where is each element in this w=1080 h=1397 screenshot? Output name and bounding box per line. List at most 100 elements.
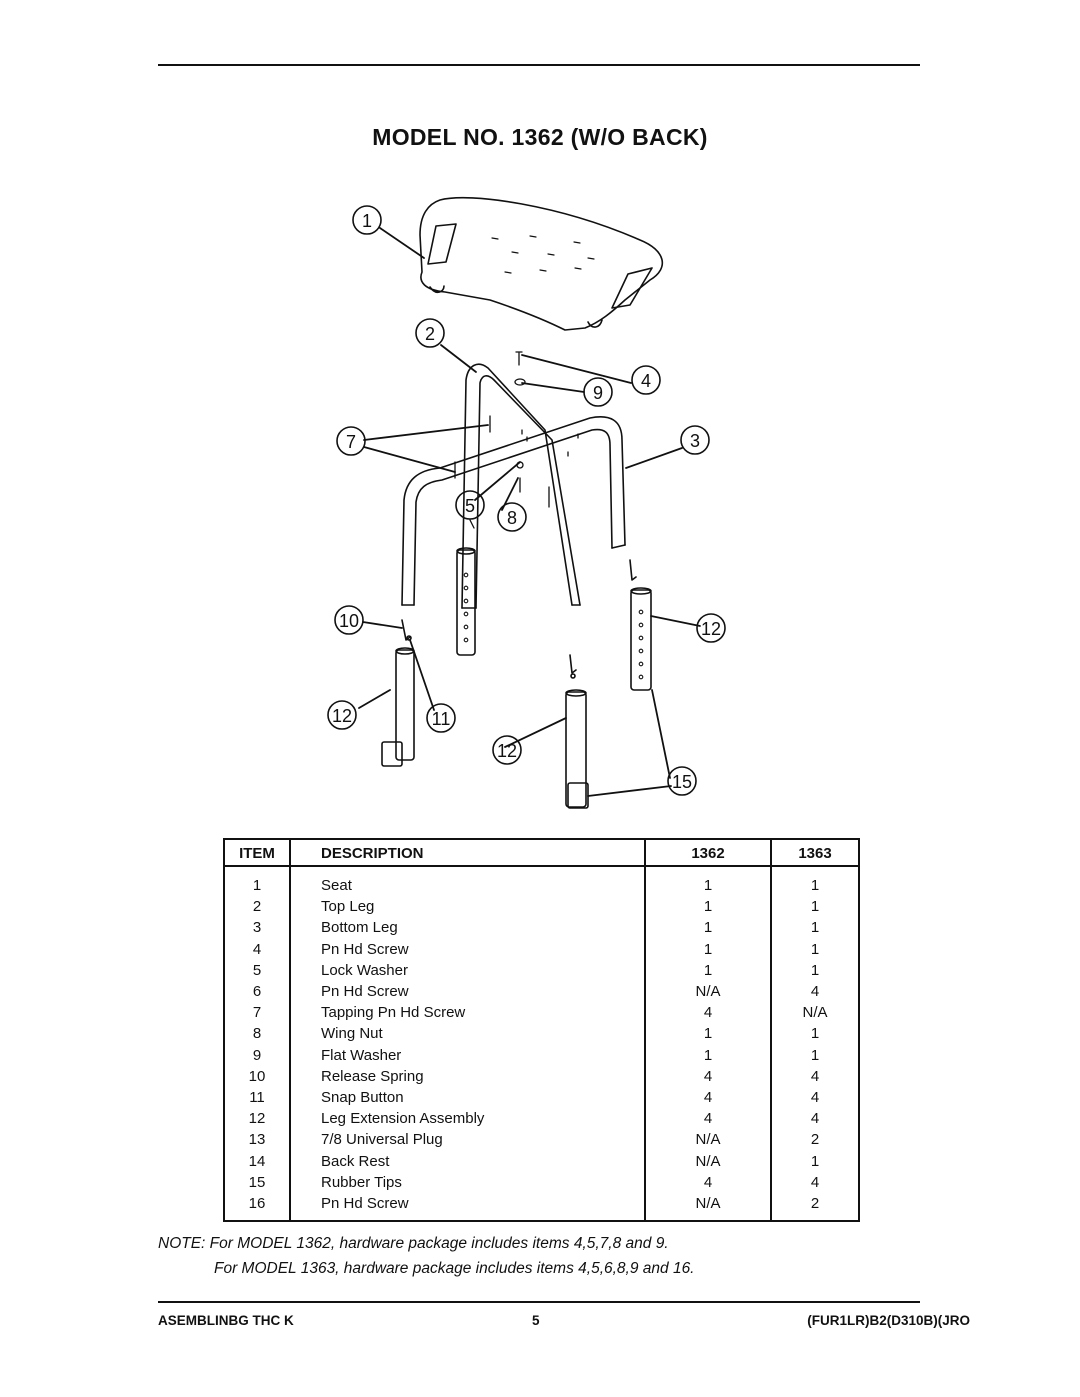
- item-description: Top Leg: [290, 896, 646, 918]
- qty-1363: 4: [810, 1089, 820, 1107]
- qty-1362: 4: [645, 1002, 772, 1024]
- qty-1362: N/A: [645, 1193, 772, 1222]
- qty-1362: 1: [645, 1023, 772, 1045]
- qty-1363: 1: [810, 898, 820, 916]
- leg-extension-left-part: [381, 619, 415, 767]
- qty-1363: 2: [810, 1131, 820, 1149]
- item-description: Flat Washer: [290, 1044, 646, 1066]
- qty-1362: 4: [645, 1171, 772, 1194]
- qty-1363: 1: [810, 940, 820, 958]
- qty-1363: 1: [810, 961, 820, 979]
- callout-5: 5: [465, 496, 475, 516]
- qty-1362: 1: [645, 866, 772, 897]
- callout-10: 10: [339, 611, 359, 631]
- leg-extension-right-part: [629, 559, 652, 691]
- qty-1362: 4: [645, 1065, 772, 1088]
- item-description: Leg Extension Assembly: [290, 1108, 646, 1130]
- item-number: 7: [224, 1002, 291, 1024]
- header-item: ITEM: [224, 839, 291, 867]
- qty-1363: 4: [810, 1173, 820, 1191]
- qty-1362: N/A: [645, 1150, 772, 1172]
- item-number: 2: [224, 896, 291, 918]
- header-1362: 1362: [645, 839, 772, 867]
- item-description: Wing Nut: [290, 1023, 646, 1045]
- exploded-assembly-diagram: 1 2 4 9 7 3 5 8 10 12 12 11 12 15: [327, 196, 726, 809]
- qty-1362: N/A: [645, 981, 772, 1003]
- item-description: Release Spring: [290, 1065, 646, 1088]
- item-number: 4: [224, 938, 291, 960]
- item-description: Tapping Pn Hd Screw: [290, 1002, 646, 1024]
- qty-1362: 1: [645, 959, 772, 982]
- qty-1362: 1: [645, 917, 772, 939]
- item-description: Pn Hd Screw: [290, 1193, 646, 1222]
- qty-1363: 4: [810, 983, 820, 1001]
- item-description: Seat: [290, 866, 646, 897]
- item-number: 5: [224, 959, 291, 982]
- top-rule: [158, 64, 920, 66]
- top-leg-part: [461, 363, 581, 609]
- qty-1363: 1: [810, 1152, 820, 1170]
- item-description: Rubber Tips: [290, 1171, 646, 1194]
- footer-left: ASEMBLINBG THC K: [158, 1313, 294, 1328]
- item-number: 9: [224, 1044, 291, 1066]
- item-description: Back Rest: [290, 1150, 646, 1172]
- callout-12-right: 12: [701, 619, 721, 639]
- item-description: Pn Hd Screw: [290, 938, 646, 960]
- callout-7: 7: [346, 432, 356, 452]
- note-line-2: For MODEL 1363, hardware package include…: [214, 1260, 695, 1277]
- callout-9: 9: [593, 383, 603, 403]
- leader-lines: [358, 227, 701, 797]
- table-header-row: ITEM DESCRIPTION 1362 1363: [224, 839, 859, 867]
- item-number: 8: [224, 1023, 291, 1045]
- qty-1362: 1: [645, 938, 772, 960]
- page-title: MODEL NO. 1362 (W/O BACK): [372, 124, 708, 150]
- qty-1363: 2: [810, 1195, 820, 1213]
- qty-1363: 1: [810, 1046, 820, 1064]
- footer-right: (FUR1LR)B2(D310B)(JRO: [807, 1313, 970, 1328]
- header-1363: 1363: [771, 839, 859, 867]
- item-number: 16: [224, 1193, 291, 1222]
- item-number: 13: [224, 1129, 291, 1151]
- callout-8: 8: [507, 508, 517, 528]
- header-description: DESCRIPTION: [290, 839, 646, 867]
- callout-4: 4: [641, 371, 651, 391]
- qty-1362: 4: [645, 1087, 772, 1109]
- item-description: Pn Hd Screw: [290, 981, 646, 1003]
- qty-1363: 4: [810, 1110, 820, 1128]
- bottom-rule: [158, 1301, 920, 1303]
- item-number: 10: [224, 1065, 291, 1088]
- qty-1363: 1: [810, 877, 820, 894]
- callout-12-front: 12: [497, 741, 517, 761]
- qty-1362: N/A: [645, 1129, 772, 1151]
- item-number: 14: [224, 1150, 291, 1172]
- item-number: 11: [224, 1087, 291, 1109]
- callout-3: 3: [690, 431, 700, 451]
- leg-extension-center-part: [456, 547, 476, 656]
- callout-12-left: 12: [332, 706, 352, 726]
- item-number: 6: [224, 981, 291, 1003]
- qty-1363: 1: [810, 919, 820, 937]
- note-line-1: NOTE: For MODEL 1362, hardware package i…: [158, 1235, 669, 1252]
- item-number: 1: [224, 866, 291, 897]
- item-description: Lock Washer: [290, 959, 646, 982]
- item-description: Snap Button: [290, 1087, 646, 1109]
- item-description: 7/8 Universal Plug: [290, 1129, 646, 1151]
- item-number: 3: [224, 917, 291, 939]
- qty-1363: 4: [810, 1067, 820, 1085]
- qty-1363: N/A: [802, 1004, 828, 1022]
